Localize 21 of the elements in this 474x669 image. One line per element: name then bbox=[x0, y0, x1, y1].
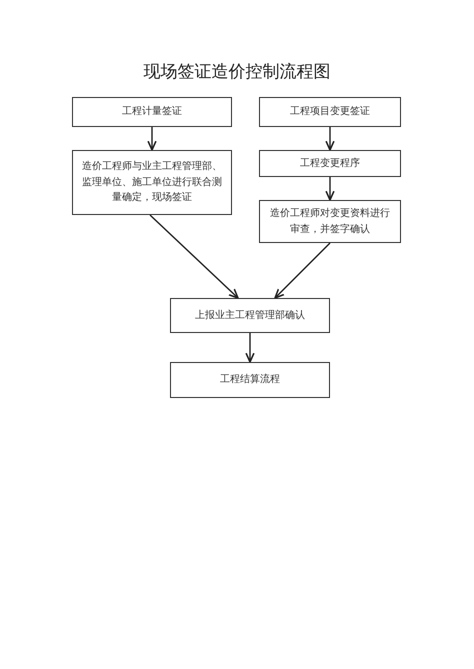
box-label: 造价工程师与业主工程管理部、监理单位、施工单位进行联合测量确定，现场签证 bbox=[81, 160, 223, 206]
box-label: 工程变更程序 bbox=[300, 156, 360, 171]
process-box bbox=[72, 97, 232, 127]
box-label: 工程计量签证 bbox=[122, 104, 182, 120]
arrow bbox=[325, 127, 335, 151]
box-label: 工程结算流程 bbox=[220, 372, 280, 388]
diagram-title: 现场签证造价控制流程图 bbox=[142, 61, 332, 83]
arrow bbox=[325, 177, 335, 201]
box-label: 工程项目变更签证 bbox=[290, 104, 370, 120]
process-box bbox=[259, 150, 401, 177]
arrow bbox=[245, 333, 255, 363]
arrow bbox=[150, 214, 239, 299]
process-box bbox=[170, 298, 330, 333]
process-box bbox=[259, 97, 401, 127]
process-box bbox=[72, 150, 232, 215]
box-label: 造价工程师对变更资料进行审查，并签字确认 bbox=[269, 206, 391, 236]
box-label: 上报业主工程管理部确认 bbox=[195, 308, 305, 323]
arrow bbox=[147, 127, 157, 151]
process-box bbox=[170, 362, 330, 398]
arrow bbox=[274, 242, 330, 299]
process-box bbox=[259, 200, 401, 243]
